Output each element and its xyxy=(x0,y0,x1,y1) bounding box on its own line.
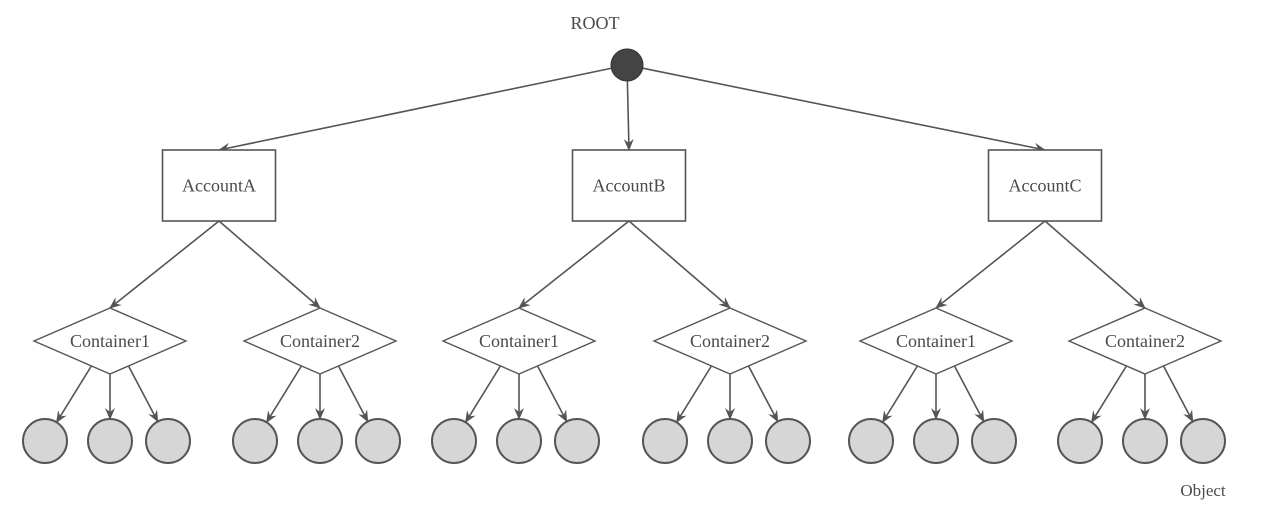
container-node: Container1 xyxy=(858,307,1014,375)
object-node-icon xyxy=(1180,418,1226,464)
edge-account-to-container xyxy=(935,220,1046,309)
container-label: Container1 xyxy=(70,331,150,351)
edge-account-to-container xyxy=(518,220,630,309)
edge-container-to-object xyxy=(675,364,713,424)
edge-container-to-object xyxy=(536,364,568,423)
edge-container-to-object xyxy=(881,364,919,424)
account-label: AccountC xyxy=(1009,176,1082,196)
container-diamond xyxy=(242,307,398,375)
edge-account-to-container xyxy=(628,220,731,309)
container-node: Container1 xyxy=(441,307,597,375)
container-node: Container1 xyxy=(32,307,188,375)
edge-root-to-account xyxy=(642,67,1046,153)
object-node-icon xyxy=(848,418,894,464)
container-label: Container2 xyxy=(280,331,360,351)
account-label: AccountB xyxy=(593,176,666,196)
container-label: Container1 xyxy=(479,331,559,351)
account-box xyxy=(571,149,687,222)
object-node-icon xyxy=(355,418,401,464)
object-legend-label: Object xyxy=(1180,481,1226,500)
account-node: AccountB xyxy=(571,149,687,222)
object-node-icon xyxy=(642,418,688,464)
object-node-icon xyxy=(496,418,542,464)
object-node-icon xyxy=(765,418,811,464)
edge-container-to-object xyxy=(747,364,779,423)
object-node-icon xyxy=(1122,418,1168,464)
edge-container-to-object xyxy=(127,364,159,423)
container-node: Container2 xyxy=(242,307,398,375)
object-node-icon xyxy=(707,418,753,464)
container-label: Container1 xyxy=(896,331,976,351)
object-node-icon xyxy=(145,418,191,464)
edge-container-to-object xyxy=(55,364,93,424)
account-node: AccountC xyxy=(987,149,1103,222)
object-node-icon xyxy=(22,418,68,464)
object-node-icon xyxy=(297,418,343,464)
edge-container-to-object xyxy=(337,364,369,423)
account-label: AccountA xyxy=(182,176,256,196)
account-box xyxy=(161,149,277,222)
object-node-icon xyxy=(232,418,278,464)
container-label: Container2 xyxy=(1105,331,1185,351)
container-node: Container2 xyxy=(652,307,808,375)
container-diamond xyxy=(441,307,597,375)
container-label: Container2 xyxy=(690,331,770,351)
account-box xyxy=(987,149,1103,222)
object-node-icon xyxy=(554,418,600,464)
root-label: ROOT xyxy=(571,13,620,33)
object-node-icon xyxy=(913,418,959,464)
object-node-icon xyxy=(87,418,133,464)
container-diamond xyxy=(1067,307,1223,375)
edge-container-to-object xyxy=(1090,364,1128,424)
object-node-icon xyxy=(971,418,1017,464)
container-diamond xyxy=(32,307,188,375)
nodes-layer: AccountA Container1 Container2 AccountB Cont… xyxy=(22,48,1226,464)
account-node: AccountA xyxy=(161,149,277,222)
root-node-icon xyxy=(610,48,644,82)
edge-account-to-container xyxy=(109,220,220,309)
container-diamond xyxy=(652,307,808,375)
edge-account-to-container xyxy=(1044,220,1146,309)
object-node-icon xyxy=(1057,418,1103,464)
container-diamond xyxy=(858,307,1014,375)
edge-container-to-object xyxy=(265,364,303,424)
edge-container-to-object xyxy=(464,364,502,424)
container-node: Container2 xyxy=(1067,307,1223,375)
object-node-icon xyxy=(431,418,477,464)
edge-root-to-account xyxy=(623,80,634,151)
edges-layer xyxy=(55,67,1194,424)
edge-account-to-container xyxy=(218,220,321,309)
edge-root-to-account xyxy=(218,67,612,153)
edge-container-to-object xyxy=(953,364,985,423)
edge-container-to-object xyxy=(1162,364,1194,423)
